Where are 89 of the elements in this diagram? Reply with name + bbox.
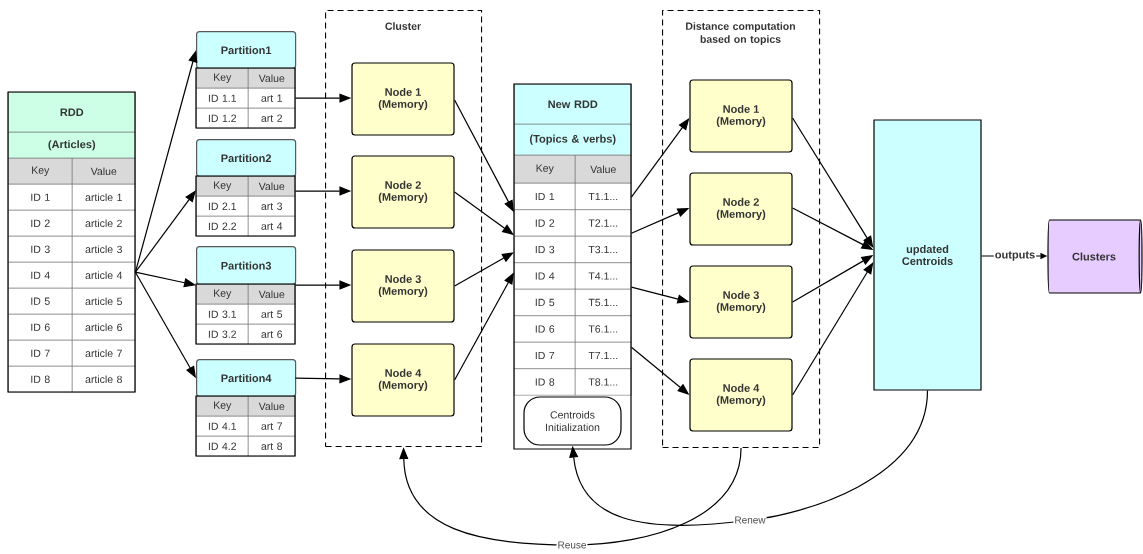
table-cell: art 2 [248,108,296,129]
table-cell: ID 4.2 [196,436,249,457]
table-cell: art 5 [248,304,296,325]
table-header: (Articles) [8,132,136,159]
table-cell: art 4 [248,216,296,237]
table-cell: ID 3 [514,236,576,263]
table-cell: ID 6 [514,315,576,343]
table-cell: ID 7 [8,340,73,367]
memory-node-box: Node 4 (Memory) [351,343,455,417]
table-cell: ID 8 [8,366,73,393]
data-table [513,83,632,450]
cylinder: Clusters [1047,219,1143,294]
table-cell: ID 3 [8,236,73,263]
table-cell: art 7 [248,416,296,437]
table-cell: ID 2.2 [196,216,249,237]
table-cell: ID 5 [514,289,576,316]
table-cell: ID 7 [514,342,576,369]
table-cell: art 8 [248,436,296,457]
table-cell: T2.1... [575,209,632,237]
partition-table [195,246,297,345]
data-table [7,91,136,393]
table-cell: Key [514,155,576,184]
process-box: updated Centroids [873,119,982,391]
partition-table [195,139,297,237]
table-cell: ID 4 [514,262,576,290]
table-cell: ID 6 [8,314,73,341]
table-cell: ID 4 [8,262,73,289]
table-header: Partition4 [196,359,297,398]
table-cell: ID 2 [514,209,576,237]
table-cell: ID 1.1 [196,88,249,109]
edge-label: Reuse [556,540,588,550]
memory-node-box: Node 1 (Memory) [351,62,455,136]
table-cell: T3.1... [575,236,632,263]
arrow [454,252,514,287]
memory-node-box: Node 3 (Memory) [351,249,455,323]
edge-label: outputs [993,250,1037,262]
table-cell: article 4 [72,262,136,289]
table-cell: T7.1... [575,342,632,369]
table-cell: ID 2 [8,210,73,237]
table-header: Partition1 [196,31,297,70]
group-title: Cluster [385,22,421,30]
table-header: Partition2 [196,139,297,178]
curved-arrow [399,447,742,546]
table-cell: article 2 [72,210,136,237]
table-cell: T4.1... [575,262,632,290]
partition-table [195,31,297,129]
table-cell: ID 1 [514,183,576,210]
table-cell: art 6 [248,324,296,345]
memory-node-box: Node 2 (Memory) [689,172,793,246]
table-cell: ID 5 [8,288,73,315]
memory-node-box: Node 4 (Memory) [689,358,793,432]
table-cell: art 3 [248,196,296,217]
table-cell: article 8 [72,366,136,393]
table-cell: T8.1... [575,368,632,396]
memory-node-box: Node 3 (Memory) [689,265,793,339]
memory-node-box: Node 2 (Memory) [351,155,455,229]
group-title: Distance computation based on topics [686,22,795,45]
table-cell: ID 1.2 [196,108,249,129]
arrow [134,190,196,273]
arrow [792,117,874,248]
table-cell: ID 1 [8,184,73,211]
table-cell: article 7 [72,340,136,367]
dashed-group-box [662,10,821,449]
table-cell: ID 3.2 [196,324,249,345]
edge-label: Renew [733,515,767,525]
partition-table [195,359,297,457]
table-cell: art 1 [248,88,296,109]
table-cell: T5.1... [575,289,632,316]
memory-node-box: Node 1 (Memory) [689,79,793,153]
table-cell: article 1 [72,184,136,211]
table-cell: ID 8 [514,368,576,396]
table-header: New RDD [514,84,632,125]
table-cell: article 6 [72,314,136,341]
table-cell: Value [575,155,632,184]
table-cell: Key [8,158,73,185]
table-cell: Value [72,158,136,185]
dashed-group-box [325,10,483,448]
table-cell: ID 2.1 [196,196,249,217]
table-cell: article 5 [72,288,136,315]
arrow [792,262,874,396]
table-cell: ID 3.1 [196,304,249,325]
table-cell: article 3 [72,236,136,263]
table-header: (Topics & verbs) [514,124,632,156]
curved-arrow [569,390,929,526]
table-cell: T1.1... [575,183,632,210]
table-cell: ID 4.1 [196,416,249,437]
table-header: Partition3 [196,246,297,286]
table-header: RDD [8,92,136,133]
table-cell: T6.1... [575,315,632,343]
